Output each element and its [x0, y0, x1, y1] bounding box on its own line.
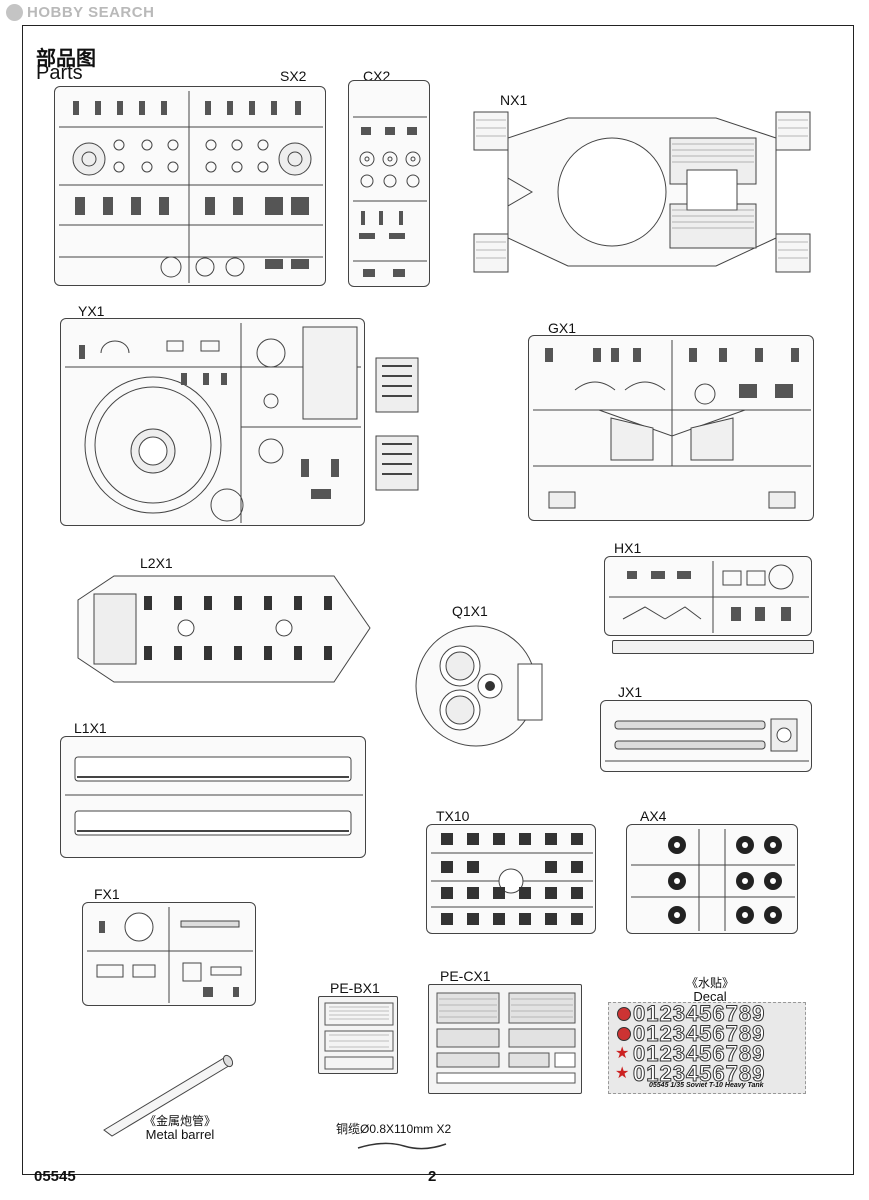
sprue-label-jx1: JX1: [618, 684, 643, 700]
sprue-label-pebx1: PE-BX1: [330, 980, 380, 996]
sprue-yx1-drawing: [65, 323, 361, 523]
sprue-hx1: [604, 556, 812, 636]
sprue-hx1-drawing: [609, 561, 809, 633]
sprue-pecx1-drawing: [436, 992, 576, 1084]
sprue-ax4-drawing: [631, 829, 795, 931]
sprue-gx1: [528, 335, 814, 521]
sprue-label-ax4: AX4: [640, 808, 667, 824]
sprue-cx2: [348, 80, 430, 287]
decal-row-2: 0123456789: [632, 1021, 766, 1047]
sprue-label-l2x1: L2X1: [140, 555, 173, 571]
sprue-gx1-drawing: [533, 340, 811, 509]
copper-wire: [354, 1136, 454, 1158]
sprue-q1x1-drawing: [415, 625, 543, 747]
page-number: 2: [428, 1168, 437, 1185]
decal-caption: 《水贴》 Decal: [660, 976, 760, 1004]
hx1-rod: [612, 640, 814, 654]
sprue-q1x1: [410, 620, 550, 750]
page-title-en: Parts: [36, 62, 83, 84]
sprue-label-fx1: FX1: [94, 886, 120, 902]
decal-footer: 05545 1/35 Soviet T-10 Heavy Tank: [649, 1082, 764, 1089]
decal-row-3: 0123456789: [632, 1041, 766, 1067]
sprue-label-sx2: SX2: [280, 68, 307, 84]
decal-emblem-2-icon: [617, 1027, 631, 1041]
sprue-sx2: [54, 86, 326, 286]
decal-emblem-1-icon: [617, 1007, 631, 1021]
sprue-label-gx1: GX1: [548, 320, 577, 336]
sprue-tx10-drawing: [431, 833, 593, 925]
sprue-yx1: [60, 318, 365, 526]
sprue-sx2-drawing: [59, 91, 323, 283]
page-frame: [22, 25, 854, 1175]
sprue-ax4: [626, 824, 798, 934]
page-title-zh: 部品图: [36, 48, 96, 70]
sprue-label-nx1: NX1: [500, 92, 528, 108]
sprue-fx1: [82, 902, 256, 1006]
decal-star-2-icon: ★: [615, 1065, 630, 1082]
sprue-label-l1x1: L1X1: [74, 720, 107, 736]
metal-barrel-caption: 《金属炮管》 Metal barrel: [120, 1114, 240, 1142]
sprue-label-tx10: TX10: [436, 808, 470, 824]
decal-row-1: 0123456789: [632, 1001, 766, 1027]
copper-wire-icon: [357, 1142, 447, 1150]
decal-sheet: 0123456789 0123456789 ★ 0123456789 ★ 012…: [608, 1001, 806, 1094]
sprue-jx1-drawing: [605, 718, 809, 762]
sprue-l1x1: [60, 736, 366, 858]
metal-barrel-label-zh: 《金属炮管》: [143, 1114, 216, 1128]
logo-text: HOBBY SEARCH: [27, 4, 155, 21]
sprue-fx1-drawing: [87, 907, 253, 1003]
copper-wire-label: 铜缆Ø0.8X110mm X2: [336, 1122, 452, 1136]
sprue-l2x1: [74, 570, 374, 688]
decal-star-1-icon: ★: [615, 1045, 630, 1062]
hobby-search-logo: HOBBY SEARCH: [6, 4, 154, 21]
sprue-l1x1-drawing: [65, 756, 363, 836]
metal-barrel-label-en: Metal barrel: [145, 1127, 215, 1142]
metal-barrel: [100, 1050, 240, 1140]
yx1-side-panels: [372, 350, 422, 500]
sprue-cx2-drawing: [353, 116, 427, 277]
sprue-label-pecx1: PE-CX1: [440, 968, 491, 984]
logo-badge-icon: [6, 4, 23, 21]
sprue-jx1: [600, 700, 812, 772]
sprue-pebx1: [318, 996, 398, 1074]
decal-row-4: 0123456789: [632, 1061, 766, 1087]
sprue-pecx1: [428, 984, 582, 1094]
sprue-label-q1x1: Q1X1: [452, 603, 488, 619]
sprue-label-hx1: HX1: [614, 540, 642, 556]
product-code: 05545: [34, 1168, 76, 1185]
sprue-l2x1-drawing: [77, 575, 371, 683]
sprue-nx1: [472, 108, 812, 276]
sprue-tx10: [426, 824, 596, 934]
decal-label-en: Decal: [693, 989, 727, 1004]
yx1-side-panels-drawing: [375, 357, 419, 491]
sprue-label-yx1: YX1: [78, 303, 105, 319]
decal-label-zh: 《水贴》: [685, 976, 734, 990]
metal-barrel-drawing: [103, 1054, 234, 1137]
sprue-pebx1-drawing: [324, 1002, 394, 1070]
sprue-nx1-drawing: [473, 111, 811, 273]
